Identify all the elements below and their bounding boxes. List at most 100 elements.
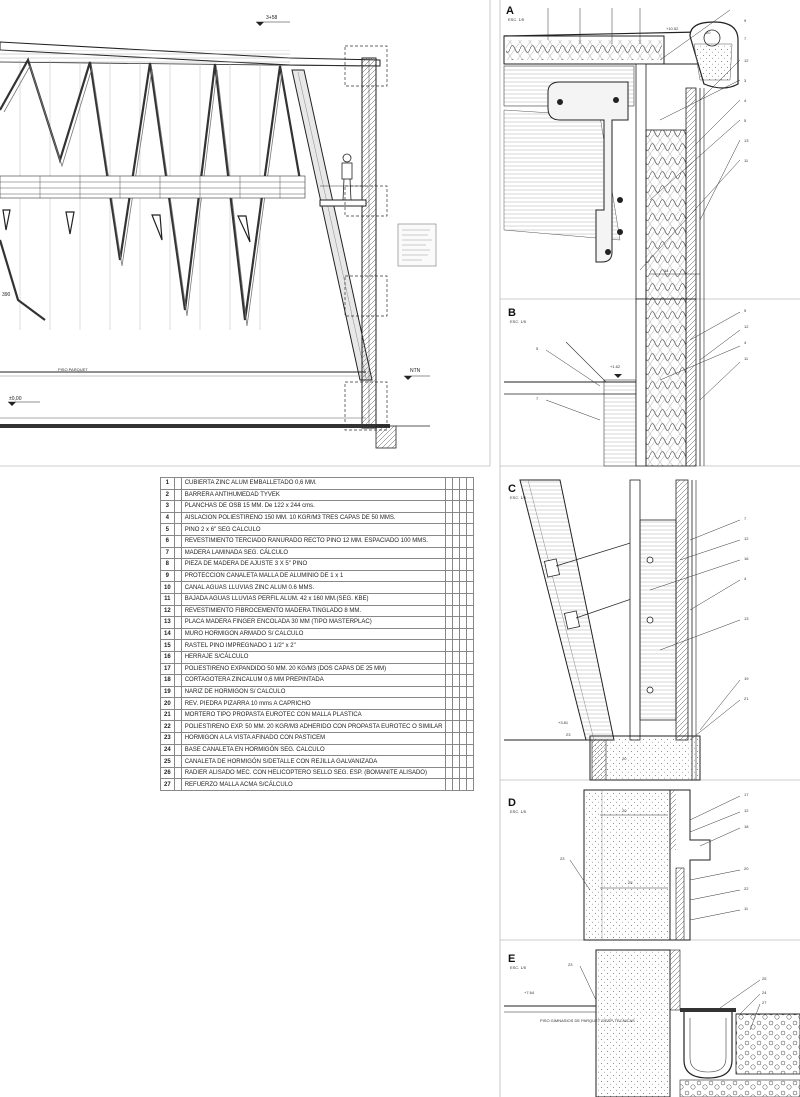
legend-number: 18 [160,674,175,687]
legend-empty-cell [459,569,468,583]
legend-gap [173,546,182,560]
legend-empty-cell [459,732,468,745]
detail-d-dim-mid: 25 [628,880,633,885]
legend-empty-cell [459,546,468,560]
floor-level-label: ±0,00 [9,396,22,402]
legend-empty-cell [445,662,454,676]
legend-empty-cell [445,778,454,792]
legend-empty-cell [459,755,468,768]
legend-gap [173,627,182,641]
legend-empty-cell [466,546,475,560]
legend-empty-cell [445,546,454,560]
legend-description: PROTECCION CANALETA MALLA DE ALUMINIO DE… [180,569,447,583]
legend-empty-cell [452,604,461,618]
legend-description: BARRERA ANTIHUMEDAD TYVEK [180,488,447,502]
legend-empty-cell [445,697,454,710]
legend-description: PIEZA DE MADERA DE AJUSTE 3 X 5" PINO [180,558,447,571]
legend-empty-cell [452,778,461,792]
legend-empty-cell [459,743,468,757]
svg-text:7: 7 [744,516,747,521]
legend-description: MORTERO TIPO PROPASTA EUROTEC CON MALLA … [180,708,447,722]
legend-description: HERRAJE S/CÁLCULO [180,650,447,664]
detail-e-dim: +7.64 [524,990,535,995]
legend-empty-cell [445,500,454,513]
legend-description: CUBIERTA ZINC ALUM EMBALLETADO 0,6 MM. [180,477,447,490]
legend-empty-cell [466,766,475,780]
detail-e-note: PISO GIMNASIOS DE PARQUET S/ESP. TECNICA… [540,1018,635,1023]
legend-number: 5 [160,523,175,536]
legend-empty-cell [466,500,475,513]
legend-empty-cell [452,766,461,780]
legend-description: REFUERZO MALLA ACMA S/CÁLCULO [180,778,447,792]
legend-empty-cell [466,592,475,606]
legend-empty-cell [445,604,454,618]
legend-gap [173,766,182,780]
legend-number: 6 [160,534,175,548]
legend-empty-cell [445,650,454,664]
detail-c-dim-bottom: 20 [622,756,627,761]
legend-number: 10 [160,581,175,594]
legend-empty-cell [445,523,454,536]
legend-empty-cell [445,766,454,780]
legend-empty-cell [459,720,468,734]
svg-text:21: 21 [744,696,749,701]
legend-empty-cell [452,732,461,745]
svg-text:7: 7 [536,396,539,401]
legend-empty-cell [445,569,454,583]
svg-text:11: 11 [744,158,749,163]
legend-row: 16 HERRAJE S/CÁLCULO [160,650,475,664]
detail-b-label: B [508,307,516,319]
detail-c-scale: ESC. 1/5 [510,495,527,500]
legend-empty-cell [452,720,461,734]
legend-empty-cell [452,616,461,629]
legend-empty-cell [452,558,461,571]
legend-gap [173,558,182,571]
legend-gap [173,511,182,525]
legend-empty-cell [466,523,475,536]
svg-text:11: 11 [744,906,749,911]
floor-note: PISO PARQUET [58,367,88,372]
legend-number: 24 [160,743,175,757]
legend-empty-cell [466,581,475,594]
legend-empty-cell [466,720,475,734]
legend-empty-cell [459,534,468,548]
legend-empty-cell [466,558,475,571]
svg-text:9: 9 [744,18,747,23]
svg-text:5: 5 [536,346,539,351]
legend-gap [173,500,182,513]
legend-number: 7 [160,546,175,560]
legend-empty-cell [452,674,461,687]
legend-number: 16 [160,650,175,664]
legend-description: RASTEL PINO IMPREGNADO 1 1/2" x 2" [180,639,447,652]
legend-gap [173,581,182,594]
legend-empty-cell [452,685,461,699]
detail-e-label: E [508,953,515,965]
svg-text:25: 25 [762,976,767,981]
legend-empty-cell [445,674,454,687]
legend-empty-cell [445,732,454,745]
legend-empty-cell [452,534,461,548]
svg-text:3: 3 [744,78,747,83]
legend-gap [173,708,182,722]
legend-description: PINO 2 x 6" SEG CALCULO [180,523,447,536]
svg-text:12: 12 [744,324,749,329]
legend-gap [173,639,182,652]
legend-empty-cell [445,558,454,571]
legend-empty-cell [459,766,468,780]
